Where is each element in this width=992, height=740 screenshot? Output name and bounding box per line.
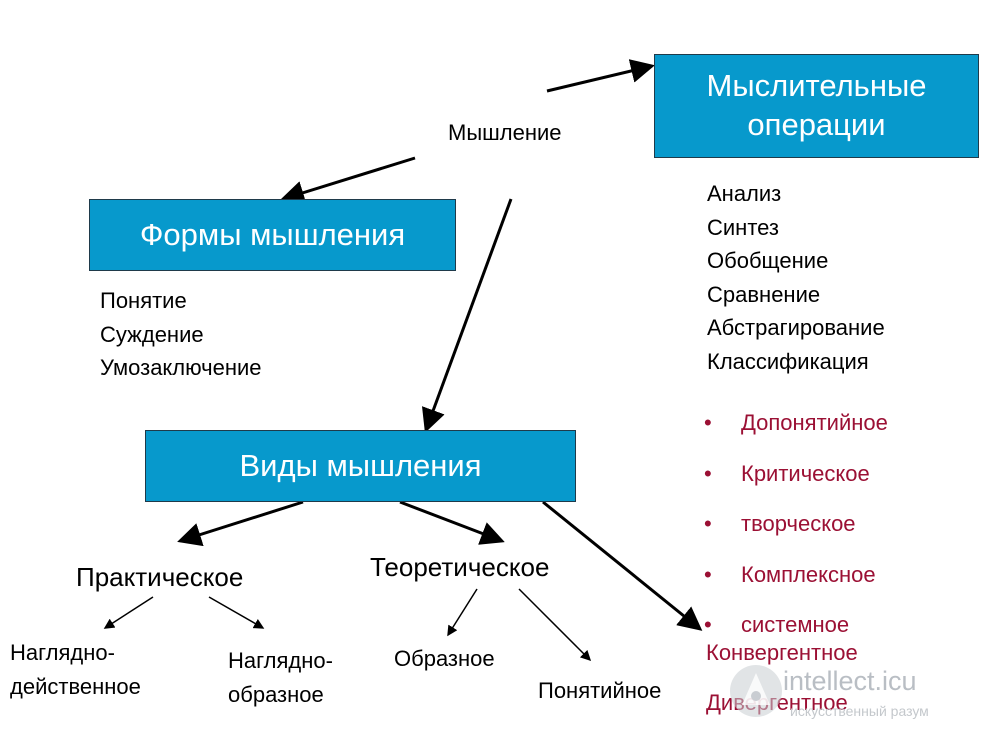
operations-box-label: Мыслительные операции — [706, 68, 927, 142]
arrow-kinds-to-practical — [177, 500, 304, 547]
practical-label: Практическое — [76, 562, 244, 592]
bullet-icon: • — [704, 460, 712, 486]
figurative-label: Образное — [394, 646, 495, 671]
list-item: Синтез — [707, 214, 779, 240]
list-item: Абстрагирование — [707, 315, 885, 341]
bullet-text: творческое — [741, 511, 856, 537]
arrow-center-to-forms — [280, 156, 416, 205]
list-item: • Комплексное — [704, 550, 888, 601]
visual-action-line2: действенное — [10, 674, 141, 699]
list-item: Анализ — [707, 181, 782, 206]
arrow-theoretical-to-figurative — [447, 588, 478, 637]
list-item: Суждение — [100, 321, 204, 347]
list-item: Обобщение — [707, 248, 829, 274]
arrow-center-to-operations — [546, 59, 655, 93]
bullet-text: Допонятийное — [741, 410, 888, 435]
list-item: Классификация — [707, 348, 869, 374]
thinking-types-list: • Допонятийное • Критическое • творческое •… — [704, 398, 888, 651]
list-item: • системное — [704, 600, 888, 651]
forms-box-label: Формы мышления — [139, 216, 406, 252]
arrow-kinds-to-convergent — [542, 500, 703, 631]
list-item: • Критическое — [704, 449, 888, 500]
visual-image-line2: образное — [228, 682, 324, 707]
watermark: intellect.icu искусственный разум — [728, 661, 988, 731]
arrow-theoretical-to-conceptual — [518, 588, 592, 662]
bullet-icon: • — [704, 612, 712, 638]
watermark-title: intellect.icu — [783, 666, 917, 696]
list-item: • Допонятийное — [704, 398, 888, 449]
theoretical-label: Теоретическое — [370, 552, 550, 582]
bullet-text: Комплексное — [741, 561, 876, 587]
watermark-subtitle: искусственный разум — [790, 703, 929, 719]
bullet-text: системное — [741, 612, 850, 638]
visual-action-line1: Наглядно- — [10, 640, 115, 665]
operations-box: Мыслительные операции — [654, 54, 979, 158]
list-item: Понятие — [100, 288, 187, 313]
bullet-icon: • — [704, 561, 712, 587]
forms-list: Понятие Суждение Умозаключение — [100, 284, 262, 385]
list-item: • творческое — [704, 499, 888, 550]
visual-image-line1: Наглядно- — [228, 648, 333, 673]
forms-box: Формы мышления — [89, 199, 456, 271]
arrow-kinds-to-theoretical — [399, 500, 505, 545]
list-item: Сравнение — [707, 281, 821, 307]
watermark-logo-icon — [730, 665, 782, 717]
bullet-icon: • — [704, 410, 712, 435]
operations-list: Анализ Синтез Обобщение Сравнение Абстра… — [707, 177, 885, 379]
kinds-box-label: Виды мышления — [239, 447, 482, 483]
bullet-icon: • — [704, 511, 712, 537]
arrow-practical-to-visual-image — [208, 596, 265, 629]
arrow-practical-to-visual-action — [103, 596, 154, 629]
list-item: Умозаключение — [100, 355, 262, 381]
visual-image-label: Наглядно- образное — [228, 644, 333, 712]
conceptual-label: Понятийное — [538, 678, 662, 703]
visual-action-label: Наглядно- действенное — [10, 636, 141, 704]
center-label: Мышление — [448, 120, 562, 145]
bullet-text: Критическое — [741, 460, 870, 486]
convergent-label: Конвергентное — [706, 640, 858, 665]
kinds-box: Виды мышления — [145, 430, 576, 502]
arrow-center-to-kinds — [421, 198, 513, 433]
